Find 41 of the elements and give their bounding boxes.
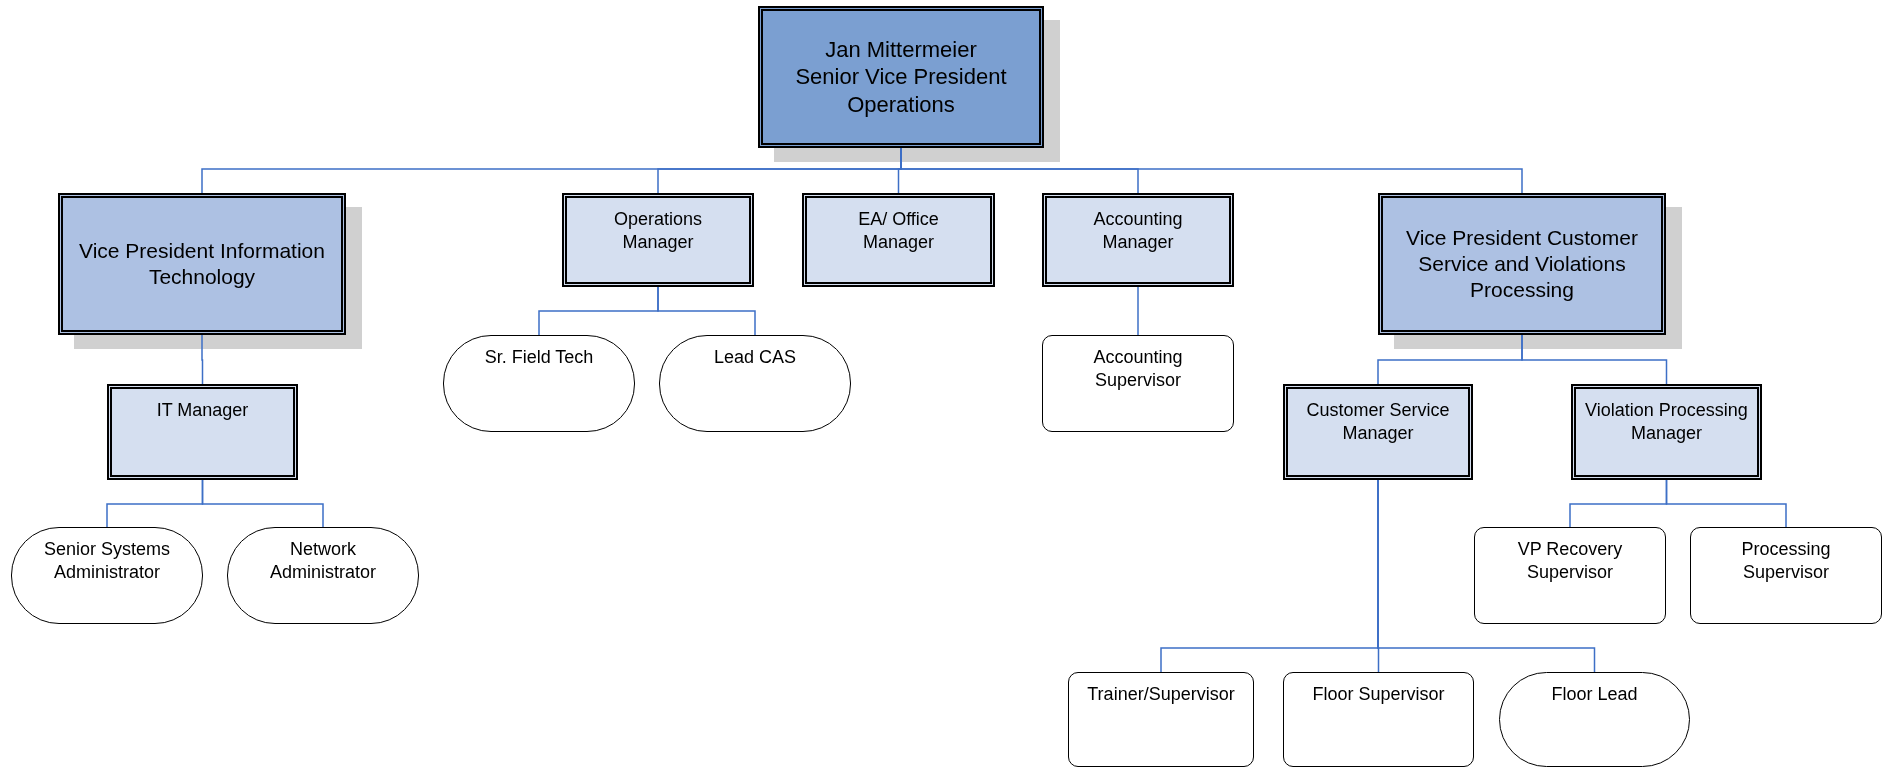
position-title: Jan Mittermeier — [825, 35, 977, 64]
position-title: VP Recovery Supervisor — [1516, 538, 1624, 583]
position-title: Vice President Customer Service and Violations Processing — [1405, 224, 1639, 304]
connector-line — [1665, 479, 1787, 528]
position-title: Floor Supervisor — [1312, 683, 1445, 706]
position-title: Senior Systems Administrator — [42, 538, 171, 583]
connector-line — [657, 286, 756, 336]
connector-line — [201, 479, 324, 528]
position-title: Vice President Information Technology — [78, 237, 326, 290]
staff-box — [1283, 672, 1474, 767]
position-title: Processing Supervisor — [1740, 538, 1832, 583]
connector-line — [201, 334, 204, 385]
executive-box — [758, 6, 1044, 148]
manager-box — [107, 384, 298, 480]
position-title: Accounting Manager — [1092, 208, 1184, 253]
position-title: EA/ Office Manager — [857, 208, 940, 253]
position-title: Accounting Supervisor — [1092, 346, 1184, 391]
manager-box — [562, 193, 754, 287]
vice-president-box — [58, 193, 346, 335]
position-title: Customer Service Manager — [1305, 399, 1451, 444]
position-title: Floor Lead — [1551, 683, 1638, 706]
position-title: Operations Manager — [612, 208, 704, 253]
staff-box — [1474, 527, 1666, 624]
position-title: Network Administrator — [269, 538, 377, 583]
vice-president-box — [1378, 193, 1666, 335]
manager-box — [1571, 384, 1762, 480]
position-title: Trainer/Supervisor — [1087, 683, 1235, 706]
staff-box — [1690, 527, 1882, 624]
staff-box — [1068, 672, 1254, 767]
manager-box — [1042, 193, 1234, 287]
connector-line — [1137, 286, 1139, 336]
connector-line — [1521, 334, 1668, 385]
staff-box — [1042, 335, 1234, 432]
manager-box — [802, 193, 995, 287]
position-title: Sr. Field Tech — [484, 346, 594, 369]
position-title: IT Manager — [156, 399, 249, 422]
manager-box — [1283, 384, 1473, 480]
position-title: Senior Vice President Operations — [794, 63, 1008, 119]
position-title: Violation Processing Manager — [1584, 399, 1749, 444]
position-title: Lead CAS — [713, 346, 797, 369]
connector-line — [1377, 479, 1596, 673]
